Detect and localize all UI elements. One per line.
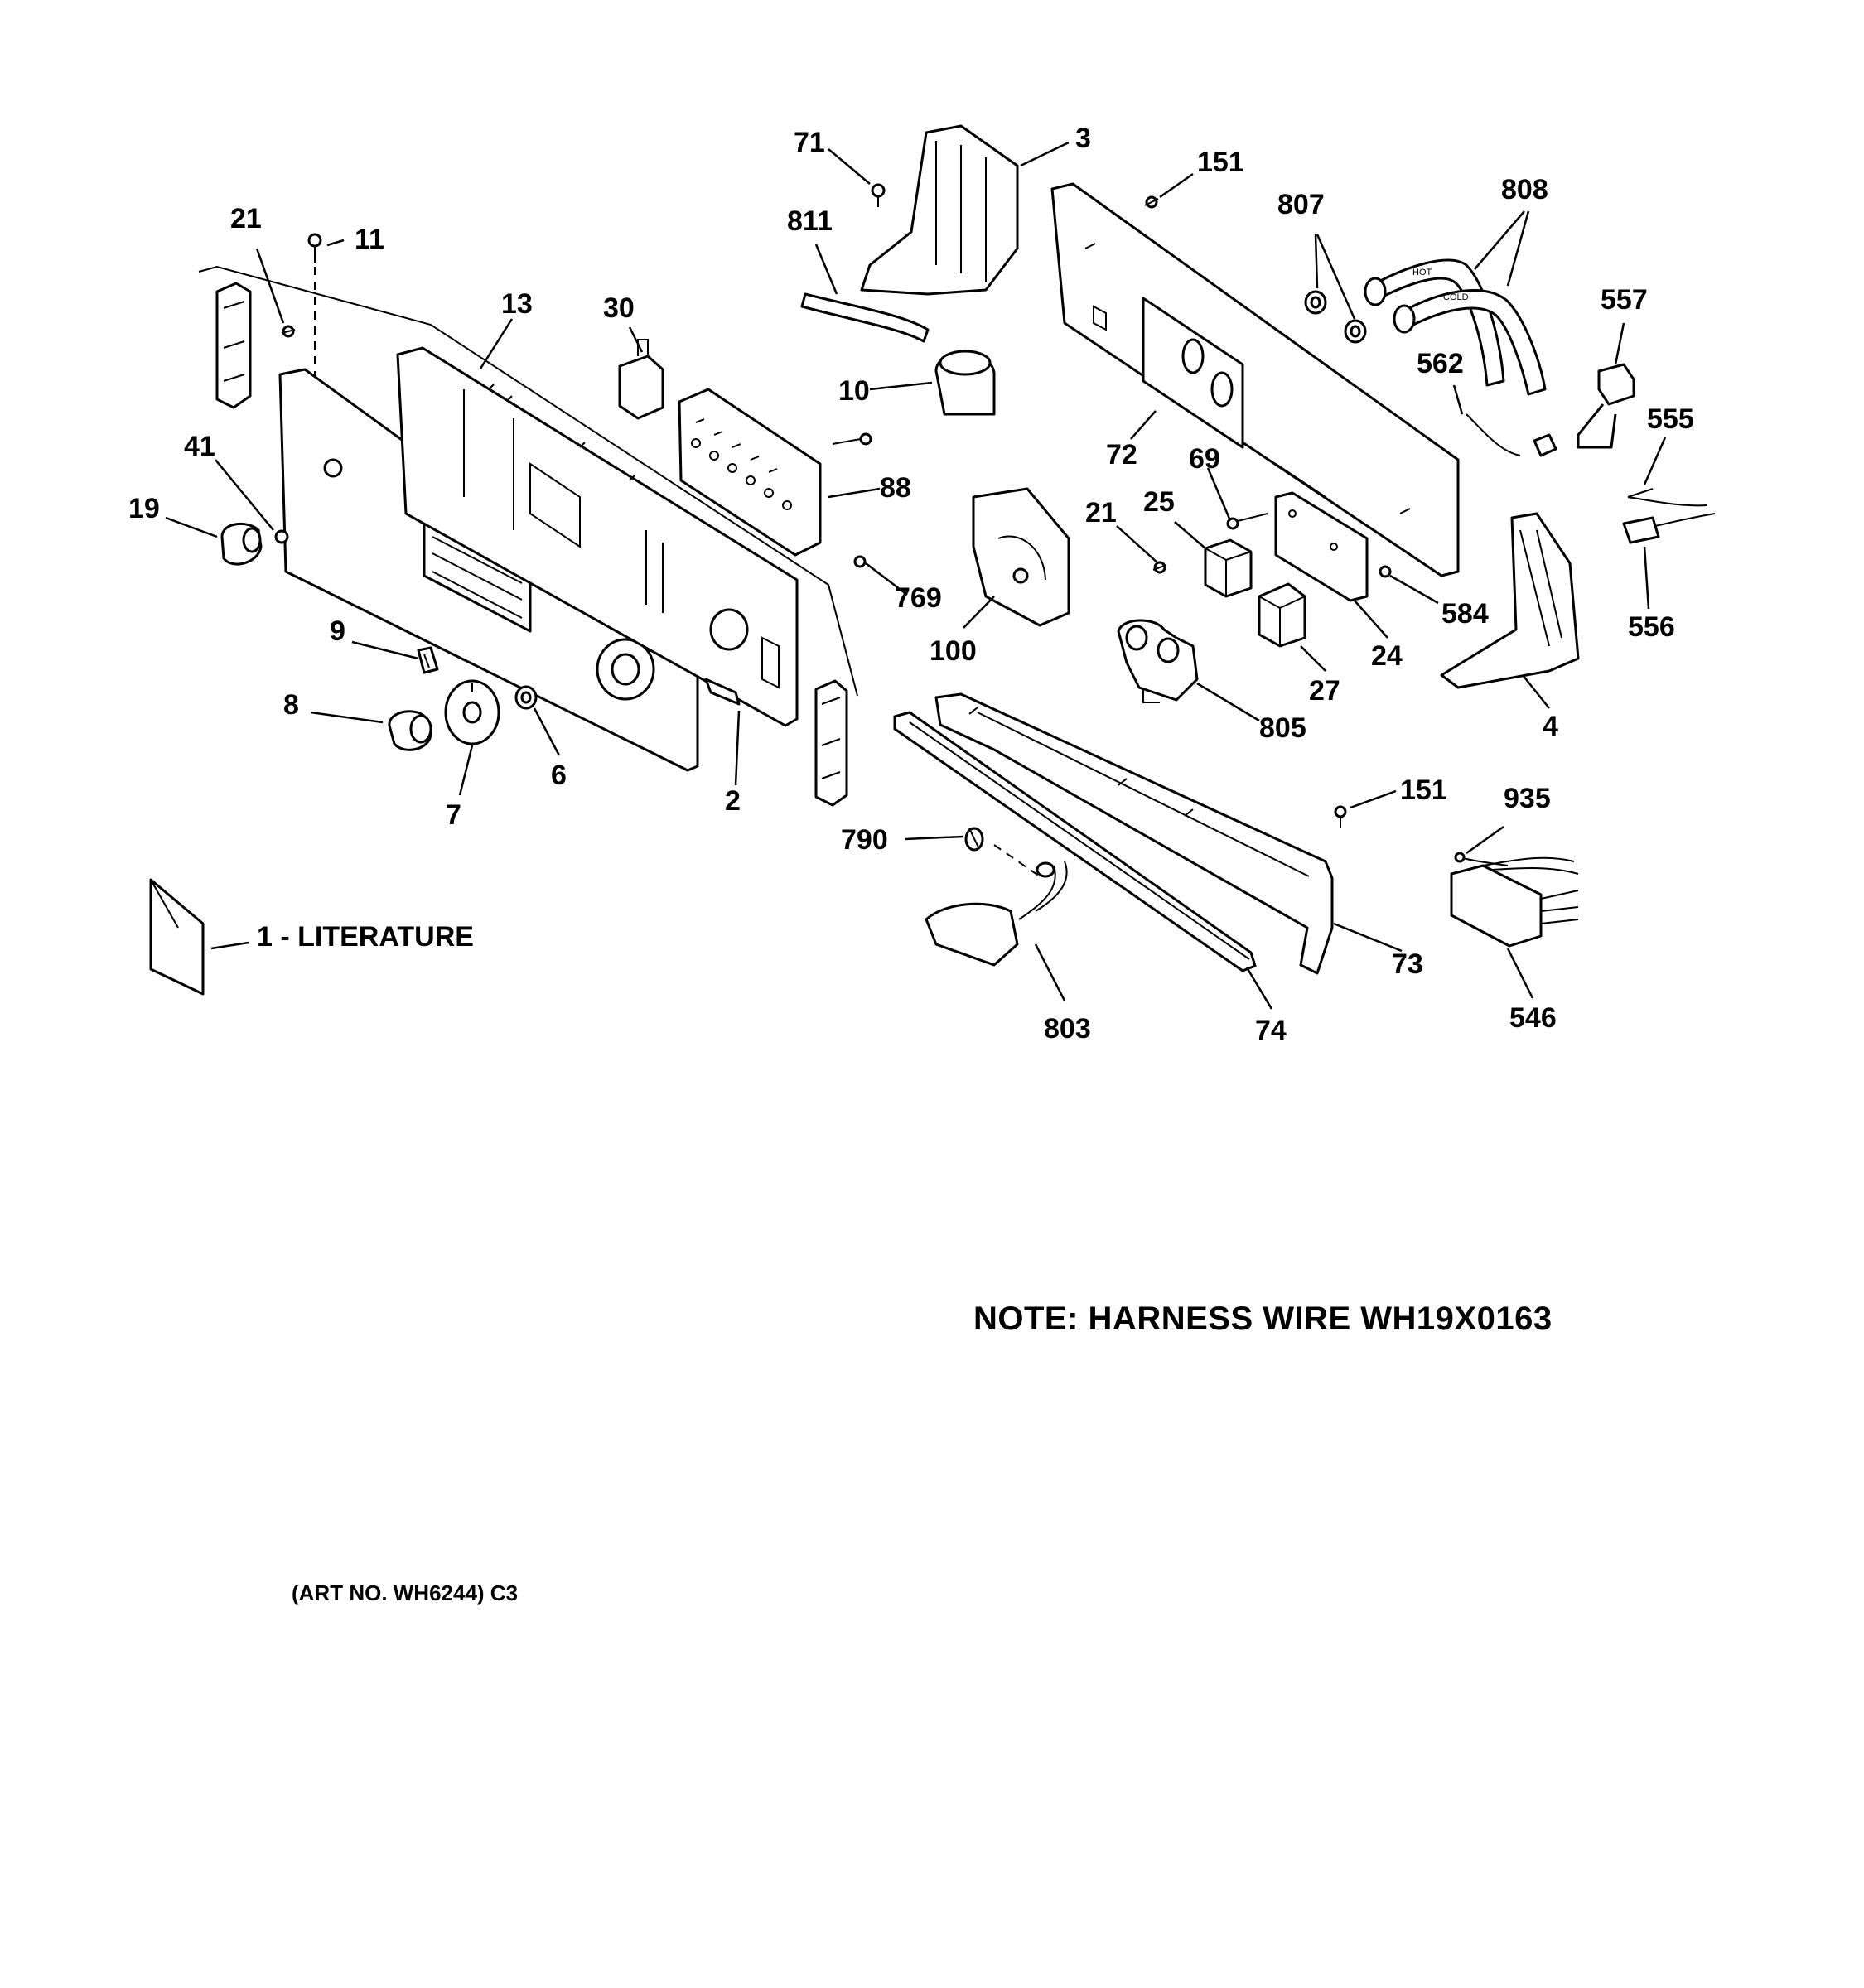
leader-lines [165,141,1667,1010]
callout-41: 41 [184,431,215,462]
screw-584 [1379,565,1392,578]
harness-935 [1454,852,1509,866]
callout-27: 27 [1309,675,1340,707]
switch-30 [618,339,664,420]
hose-clamp-790 [964,827,1041,877]
pressure-switch-10 [934,350,996,416]
callout-3: 3 [1075,123,1091,154]
callout-546: 546 [1509,1002,1557,1034]
connector-556 [1622,513,1716,544]
water-valve-805 [1117,619,1199,703]
washers-807 [1304,290,1367,344]
backsplash-72 [1050,182,1460,577]
end-cap-right [814,679,848,807]
washer-6 [514,685,538,710]
callout-803: 803 [1044,1013,1091,1045]
literature-label: 1 - LITERATURE [257,921,474,953]
hot-tag: HOT [1412,268,1432,277]
bracket-3 [860,124,1019,296]
timer-100 [972,487,1070,627]
callout-10: 10 [838,375,870,407]
screw-71 [871,183,886,207]
screw-151-top [1144,195,1159,209]
callout-30: 30 [603,292,635,324]
callout-557: 557 [1601,284,1648,316]
trim-rail-74 [893,711,1257,972]
callout-13: 13 [501,288,533,320]
callout-11: 11 [355,224,384,255]
callout-556: 556 [1628,611,1675,643]
callout-808: 808 [1501,174,1548,205]
callout-72: 72 [1106,439,1137,470]
callout-805: 805 [1259,712,1306,744]
panel-bracket-73 [934,692,1334,975]
callout-4: 4 [1543,711,1558,742]
callout-807: 807 [1277,189,1325,220]
screw-769 [853,555,867,568]
plug-557 [1577,363,1635,449]
clip-41 [274,529,289,544]
screw-11 [307,233,322,381]
callout-151-top: 151 [1197,147,1244,178]
part-803 [925,861,1068,967]
control-board-88 [678,388,822,557]
callout-151-lower: 151 [1400,774,1447,806]
callout-790: 790 [841,824,888,856]
callout-935: 935 [1504,783,1551,814]
clip-9 [417,646,439,674]
callout-555: 555 [1647,403,1694,435]
callout-562: 562 [1417,348,1464,379]
callout-6: 6 [551,760,567,791]
callout-21-middle: 21 [1085,497,1117,528]
callout-2: 2 [725,785,741,817]
control-panel-frame [396,346,799,727]
switch-27 [1258,582,1306,648]
harness-note: NOTE: HARNESS WIRE WH19X0163 [973,1300,1553,1337]
knob-19 [220,522,263,566]
callout-100: 100 [930,635,977,667]
hose-811 [800,292,930,343]
end-cap-left [215,282,252,409]
callout-769: 769 [895,582,942,614]
harness-546 [1450,856,1579,948]
callout-8: 8 [283,689,299,721]
literature-envelope [149,878,205,996]
callout-25: 25 [1143,486,1175,518]
callout-584: 584 [1441,598,1489,630]
screw-151-lower [1334,805,1347,828]
callout-73: 73 [1392,948,1423,980]
callout-labels: 71 3 151 807 808 811 21 11 13 30 557 10 … [128,123,1694,1046]
callout-19: 19 [128,493,160,524]
board-24 [1274,491,1369,602]
callout-71: 71 [794,127,825,158]
panel-outline-line [198,265,858,697]
art-number: (ART NO. WH6244) C3 [292,1580,518,1605]
screw-21-middle [1152,561,1167,574]
callout-69: 69 [1189,443,1220,475]
callout-88: 88 [880,472,911,504]
screw-88 [832,432,872,446]
callout-7: 7 [446,799,461,831]
fill-hoses-808: HOT COLD [1364,258,1547,396]
callout-9: 9 [330,615,345,647]
callout-811: 811 [787,205,833,237]
cold-tag: COLD [1443,292,1469,302]
screw-69 [1226,513,1268,530]
screw-21-left [281,325,296,338]
callout-24: 24 [1371,640,1403,672]
bracket-4 [1440,512,1580,689]
knob-8 [388,710,432,751]
dial-7 [444,679,500,746]
callout-74: 74 [1255,1015,1287,1046]
wire-555 [1627,488,1707,507]
callout-21-left: 21 [230,203,262,234]
relay-25 [1204,538,1253,598]
wire-562 [1466,413,1557,457]
